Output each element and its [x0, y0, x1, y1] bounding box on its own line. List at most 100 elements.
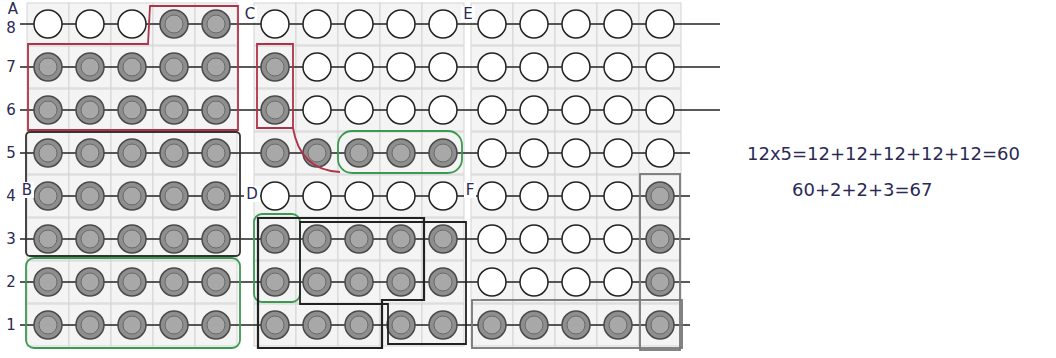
empty-circle	[303, 96, 331, 124]
coin	[76, 182, 104, 210]
coin-rim	[118, 96, 146, 124]
coin-face	[392, 230, 410, 248]
coin-rim	[429, 10, 457, 38]
coin-rim	[34, 311, 62, 339]
graph-paper-cell	[639, 261, 681, 303]
coin	[646, 182, 674, 210]
coin-face	[81, 101, 99, 119]
graph-paper-cell	[27, 218, 69, 260]
empty-circle	[604, 96, 632, 124]
coin	[160, 10, 188, 38]
coin-face	[165, 273, 183, 291]
empty-circle	[429, 96, 457, 124]
coin-face	[350, 316, 368, 334]
empty-circle	[429, 182, 457, 210]
empty-circle	[520, 10, 548, 38]
graph-paper-cell	[471, 175, 513, 217]
coin	[429, 139, 457, 167]
coin	[118, 311, 146, 339]
coin-face	[525, 316, 543, 334]
coin	[202, 96, 230, 124]
coin-rim	[261, 268, 289, 296]
graph-paper-cell	[513, 304, 555, 346]
coin-face	[81, 316, 99, 334]
coin	[118, 225, 146, 253]
row-lines	[20, 24, 720, 325]
coin	[34, 96, 62, 124]
calculation-note: 12x5=12+12+12+12+12=60	[745, 144, 1022, 164]
coin	[261, 53, 289, 81]
group-outlines	[26, 6, 682, 350]
empty-circle	[429, 53, 457, 81]
graph-paper-cell	[639, 46, 681, 88]
green-group-outline	[26, 258, 240, 348]
coin-rim	[118, 53, 146, 81]
graph-paper-cell	[296, 218, 338, 260]
graph-paper-cell	[254, 175, 296, 217]
coin-face	[392, 273, 410, 291]
coin-face	[123, 273, 141, 291]
coin	[160, 139, 188, 167]
empty-circle	[261, 182, 289, 210]
graph-paper-cell	[338, 3, 380, 45]
row-number: 7	[4, 59, 18, 76]
graph-paper-cell	[195, 175, 237, 217]
coin	[646, 225, 674, 253]
coin-face	[609, 316, 627, 334]
graph-paper-cell	[296, 304, 338, 346]
black-group-outline	[26, 132, 240, 256]
coin	[202, 182, 230, 210]
graph-paper-cell	[597, 261, 639, 303]
coin-rim	[646, 53, 674, 81]
coin-rim	[303, 182, 331, 210]
coin	[261, 96, 289, 124]
coin-face	[165, 15, 183, 33]
coin	[261, 139, 289, 167]
coin-face	[308, 144, 326, 162]
graph-paper-cell	[69, 89, 111, 131]
coin	[261, 268, 289, 296]
coin-rim	[76, 268, 104, 296]
empty-circle	[520, 182, 548, 210]
graph-paper-cell	[338, 132, 380, 174]
graph-paper-cell	[296, 46, 338, 88]
coin-face	[39, 58, 57, 76]
graph-paper-cell	[513, 3, 555, 45]
coin	[646, 268, 674, 296]
coin-face	[165, 58, 183, 76]
graph-paper-cell	[513, 218, 555, 260]
coin-face	[39, 316, 57, 334]
coin-face	[165, 230, 183, 248]
graph-paper-cell	[422, 261, 464, 303]
block-letter: E	[461, 6, 474, 23]
empty-circle	[604, 268, 632, 296]
empty-circle	[478, 182, 506, 210]
row-number: 6	[4, 102, 18, 119]
graph-paper-cell	[338, 218, 380, 260]
coin-rim	[387, 311, 415, 339]
coin-face	[81, 144, 99, 162]
coin-rim	[604, 96, 632, 124]
coin	[429, 311, 457, 339]
coin-face	[207, 273, 225, 291]
empty-circle	[34, 10, 62, 38]
red-group-outline	[293, 128, 340, 172]
coin	[34, 225, 62, 253]
graph-paper-cell	[471, 304, 513, 346]
graph-paper-cell	[111, 3, 153, 45]
coin-rim	[160, 96, 188, 124]
coin-face	[266, 58, 284, 76]
graph-paper-cell	[27, 132, 69, 174]
graph-paper-cell	[111, 218, 153, 260]
coin	[160, 53, 188, 81]
coin-rim	[520, 311, 548, 339]
coin	[646, 311, 674, 339]
coin-face	[123, 316, 141, 334]
graph-paper-cell	[296, 261, 338, 303]
graph-paper-cell	[254, 3, 296, 45]
coin-face	[266, 273, 284, 291]
graph-paper-cell	[639, 304, 681, 346]
coin-rim	[118, 268, 146, 296]
coin-face	[123, 101, 141, 119]
